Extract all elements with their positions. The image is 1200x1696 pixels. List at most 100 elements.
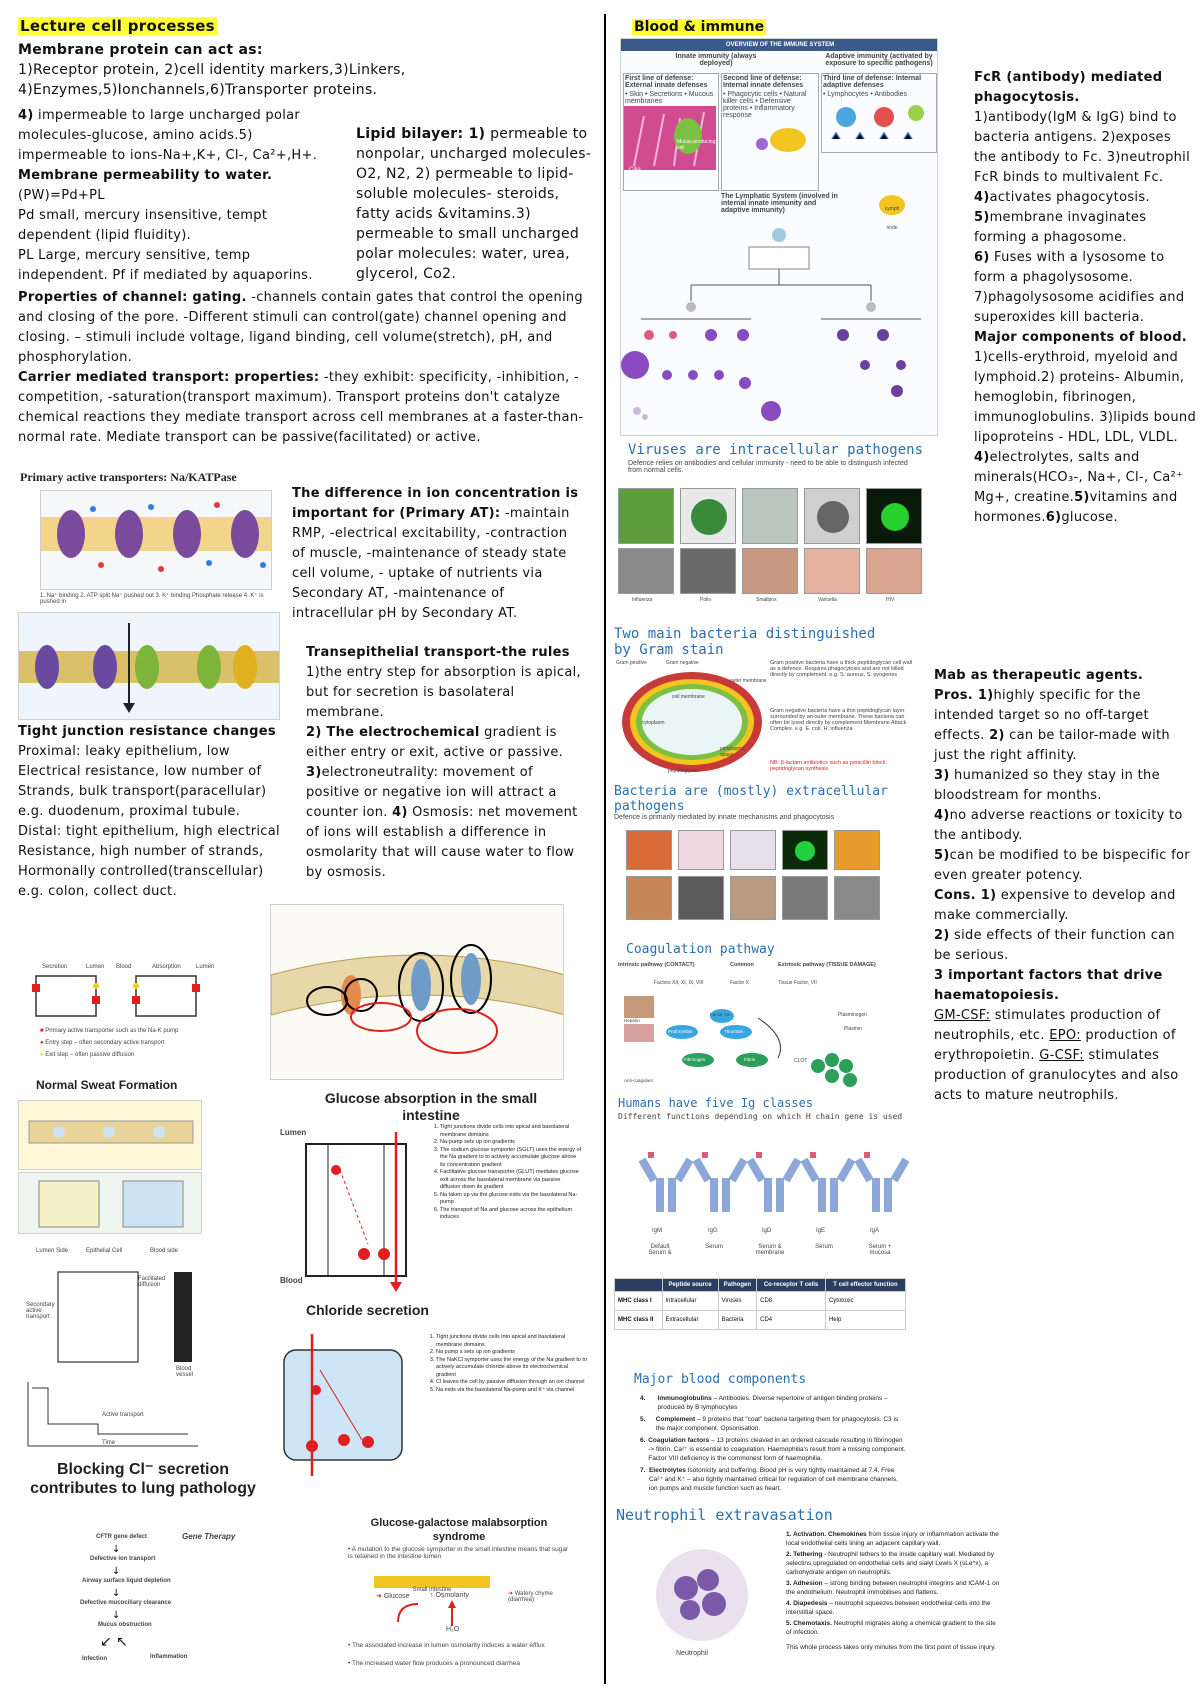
smallpox-image: [742, 488, 798, 544]
sweat-bottom-lumen: Lumen Side: [36, 1248, 69, 1254]
mab-pro-4: 4)no adverse reactions or toxicity to th…: [934, 808, 1183, 843]
cftr-item-0: CFTR gene defect: [96, 1534, 148, 1540]
immune-lymph: The Lymphatic System (involved in intern…: [721, 193, 838, 214]
malabs-note-2: • The increased water flow produces a pr…: [348, 1660, 520, 1667]
coag-label-prothrombin: Prothrombin: [668, 1029, 693, 1034]
coagulation-figure: Intrinsic pathway (CONTACT) Common Extri…: [618, 960, 908, 1090]
virus-label-polio: Polio: [700, 597, 712, 603]
gram-label-positive: Gram positive: [616, 660, 647, 666]
major-text: 1)cells-erythroid, myeloid and lymphoid.…: [974, 350, 1197, 445]
tight-title: Tight junction resistance changes: [18, 724, 276, 739]
mab-title: Mab as therapeutic agents.: [934, 668, 1144, 683]
sec-label-absorption: Absorption: [152, 964, 181, 970]
ig-sub: Different functions depending on which H…: [618, 1112, 903, 1121]
sec-label-secretion: Secretion: [42, 964, 68, 970]
virus-label-hiv: HIV: [886, 597, 895, 603]
ion-concentration-section: The difference in ion concentration is i…: [292, 484, 584, 624]
gram-label-peptidoglycan: peptidoglycan: [668, 768, 699, 774]
left-heading-block: Lecture cell processes: [18, 16, 598, 38]
neutrophil-image: Neutrophil: [642, 1540, 762, 1660]
varicella-image: [804, 488, 860, 544]
hiv-image: [866, 488, 922, 544]
table-row: Peptide source Pathogen Co-receptor T ce…: [614, 1278, 907, 1292]
immune-header: OVERVIEW OF THE IMMUNE SYSTEM: [621, 39, 937, 51]
lymph-node-badge: Lymph node: [879, 195, 905, 231]
cftr-item-6: Infection: [82, 1656, 107, 1662]
malabs-bullet: • A mutation to the glucose symporter in…: [348, 1546, 569, 1560]
cftr-flowchart: CFTR gene defect Gene Therapy Defective …: [60, 1532, 280, 1684]
factors-title: 3 important factors that drive haematopo…: [934, 968, 1163, 1003]
mab-pros: Pros. 1)highly specific for the intended…: [934, 688, 1170, 763]
virus-label-smallpox: Smallpox: [756, 597, 777, 603]
ig-class-igg: IgG: [708, 1228, 718, 1234]
coag-title: Coagulation pathway: [626, 942, 775, 957]
membrane-line-1: 1)Receptor protein, 2)cell identity mark…: [18, 62, 406, 78]
right-heading: Blood & immune: [632, 19, 767, 35]
gram-label-cellmembrane: cell membrane: [672, 694, 705, 700]
fcr-step-7: 7)phagolysosome acidifies and superoxide…: [974, 290, 1185, 325]
coag-label-thrombin: Thrombin: [724, 1029, 744, 1034]
ig-desc-igg: Serum: [705, 1244, 723, 1250]
arrow-down-icon: ↓: [112, 1566, 121, 1577]
viruses-sub: Defence relies on antibodies and cellula…: [628, 460, 908, 474]
malabsorption-figure: • A mutation to the glucose symporter in…: [348, 1546, 574, 1686]
fcr-text: 1)antibody(IgM & IgG) bind to bacteria a…: [974, 110, 1190, 185]
sec-label-vessel: Blood vessel: [176, 1366, 194, 1378]
list-item: 6. Coagulation factors – 13 proteins cle…: [640, 1437, 906, 1462]
membrane-line-2: 4)Enzymes,5)Ionchannels,6)Transporter pr…: [18, 82, 378, 98]
immune-cilia: Cilia: [629, 167, 641, 173]
small-intestine-box: Small intestine: [374, 1576, 490, 1593]
sec-label-blood: Blood: [116, 964, 132, 970]
lipid-text: Lipid bilayer: 1) permeable to nonpolar,…: [356, 126, 592, 282]
cftr-item-2: Defective ion transport: [90, 1556, 156, 1562]
glucose-cell-diagram: [305, 1132, 407, 1292]
chloride-steps: Tight junctions divide cells into apical…: [422, 1334, 588, 1394]
cftr-item-4: Defective mucociliary clearance: [80, 1600, 172, 1606]
bacteria-image-4: [782, 830, 828, 870]
legend-primary: ■ Primary active transporter such as the…: [40, 1028, 179, 1034]
lipid-bilayer-section: Lipid bilayer: 1) permeable to nonpolar,…: [356, 124, 592, 284]
neutrophil-cell-icon: [656, 1549, 748, 1641]
blocking-title: Blocking Cl⁻ secretion contributes to lu…: [30, 1461, 256, 1497]
immune-mucus: Mucus-producing cell: [677, 139, 716, 151]
coag-factor-2: Factor X: [730, 980, 749, 986]
arrow-down-icon: ↓: [112, 1610, 121, 1621]
virus-label-varicella: Varicella: [818, 597, 837, 603]
gram-title: Two main bacteria distinguished by Gram …: [614, 626, 876, 658]
glucose-steps: Tight junctions divide cells into apical…: [426, 1124, 582, 1222]
pd-text: Pd small, mercury insensitive, tempt dep…: [18, 208, 268, 243]
secretion-absorption-diagram: [32, 975, 200, 1017]
bacteria-title: Bacteria are (mostly) extracellular path…: [614, 784, 888, 814]
hematopoiesis-tree: [621, 228, 921, 421]
gram-cell-diagram: [622, 672, 762, 772]
lymphocyte-image: [831, 105, 924, 140]
bacteria-photo-3: [730, 876, 776, 920]
malabs-watery: ➜ Watery chyme (diarrhea): [508, 1591, 553, 1603]
chloride-secretion-figure: Tight junctions divide cells into apical…: [272, 1330, 592, 1480]
malabs-arrows: [397, 1600, 456, 1626]
coag-cascade-diagram: [624, 996, 857, 1087]
immune-adaptive: Adaptive immunity (activated by exposure…: [825, 53, 933, 67]
secondary-transport-diagram: [19, 623, 279, 713]
ig-class-ige: IgE: [816, 1228, 826, 1234]
major-title: Major components of blood.: [974, 330, 1188, 345]
coag-factor-3: Tissue Factor, VII: [778, 980, 817, 986]
immune-second-box: Second line of defense: Internal innate …: [721, 73, 819, 191]
impermeable-text: 4) impermeable to large uncharged polar …: [18, 108, 318, 163]
sweat-bottom-cell: Epithelial Cell: [86, 1248, 123, 1254]
polio-image: [680, 488, 736, 544]
transep-rule-1: 1)the entry step for absorption is apica…: [306, 665, 581, 720]
cell-membrane-figure: [270, 904, 564, 1080]
ig-desc-igd: Serum & membrane: [755, 1244, 785, 1256]
transep-title: Transepithelial transport-the rules: [306, 645, 570, 660]
mab-cons: Cons. 1) expensive to develop and make c…: [934, 888, 1176, 923]
major-step-4: 4)electrolytes, salts and minerals(HCO₃-…: [974, 450, 1184, 525]
list-item: 3. Adhesion – strong binding between neu…: [786, 1580, 1000, 1596]
carrier-text: Carrier mediated transport: properties: …: [18, 370, 584, 445]
sweat-gland-diagram: [28, 1120, 194, 1144]
coag-label-plasminogen: Plasminogen: [838, 1012, 867, 1018]
sec-label-active: Active transport: [102, 1412, 144, 1418]
cftr-item-3: Airway surface liquid depletion: [82, 1578, 171, 1584]
coag-label-anticoag: Anti-coagulant: [624, 1078, 653, 1083]
bacteria-image-1: [626, 830, 672, 870]
